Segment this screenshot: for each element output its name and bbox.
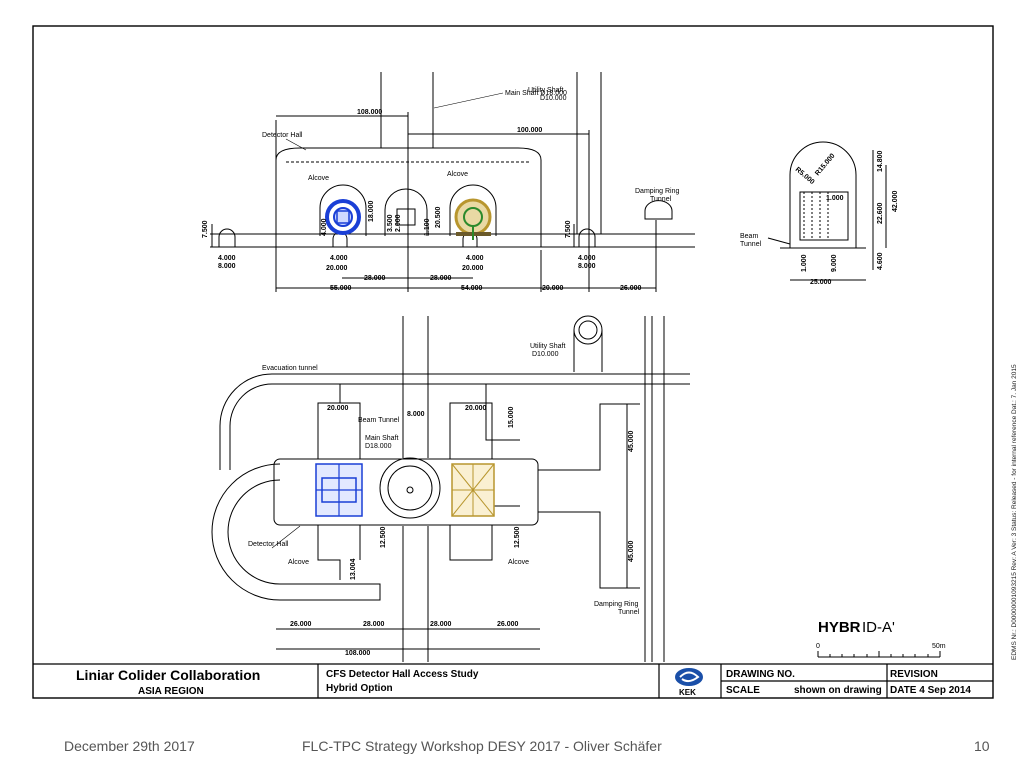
detector-hall-label: Detector Hall xyxy=(262,132,303,139)
dim-20000-c: 20.000 xyxy=(542,285,564,292)
sid-detector-plan xyxy=(451,463,495,517)
hybrid-label-bold: HYBR xyxy=(818,619,861,636)
drawing-no-label: DRAWING NO. xyxy=(726,669,795,680)
dim-p-28000-a: 28.000 xyxy=(363,621,385,628)
dim-p-20000-a: 20.000 xyxy=(327,405,349,412)
main-shaft-label: Main Shaft D18.000 xyxy=(505,90,567,97)
section-view xyxy=(767,141,887,281)
dim-4000-a: 4.000 xyxy=(218,255,236,262)
scale-value: shown on drawing xyxy=(794,685,882,696)
dim-r5000: R5.000 xyxy=(794,166,816,186)
alcove-plan-label-1: Alcove xyxy=(288,559,309,566)
dim-100: 100.000 xyxy=(517,127,542,134)
scale-start: 0 xyxy=(816,643,820,650)
dim-108-top: 108.000 xyxy=(357,109,382,116)
dim-p-108000: 108.000 xyxy=(345,650,370,657)
main-shaft-plan-label-1: Main Shaft xyxy=(365,435,399,442)
scale-label: SCALE xyxy=(726,685,760,696)
dim-22600: 22.600 xyxy=(877,202,884,224)
edms-reference: EDMS Nr.: D00000001093215 Rev: A Ver: 3 … xyxy=(1011,364,1018,660)
date-label: DATE 4 Sep 2014 xyxy=(890,685,971,696)
dim-4000-c: 4.000 xyxy=(466,255,484,262)
damping-ring-label-1: Damping Ring xyxy=(635,188,679,195)
dim-p-12500-a: 12.500 xyxy=(380,526,387,548)
sid-detector-elevation xyxy=(454,198,492,240)
dim-p-26000-b: 26.000 xyxy=(497,621,519,628)
dim-4000-d: 4.000 xyxy=(578,255,596,262)
hybrid-label-rest: ID-A' xyxy=(862,619,895,636)
ild-detector-elevation xyxy=(325,199,361,235)
dim-8000-a: 8.000 xyxy=(218,263,236,270)
detector-hall-plan-label: Detector Hall xyxy=(248,541,289,548)
main-shaft-plan-label-2: D18.000 xyxy=(365,443,392,450)
footer-page-number: 10 xyxy=(974,738,990,754)
dim-4000-v: 4.000 xyxy=(321,218,328,236)
dim-3500-v: 3.500 xyxy=(387,214,394,232)
alcove-label-2: Alcove xyxy=(447,171,468,178)
dim-20000-a: 20.000 xyxy=(326,265,348,272)
kek-label: KEK xyxy=(679,688,696,697)
plan-view xyxy=(211,315,690,662)
study-option: Hybrid Option xyxy=(326,683,393,694)
dim-7500-left: 7.500 xyxy=(202,220,209,238)
dim-2000-v: 2.000 xyxy=(395,214,402,232)
dim-20000-b: 20.000 xyxy=(462,265,484,272)
ild-detector-plan xyxy=(315,463,363,517)
dim-26000-top: 26.000 xyxy=(620,285,642,292)
dim-14800: 14.800 xyxy=(877,150,884,172)
dim-54000: 54.000 xyxy=(461,285,483,292)
dim-p-45000-b: 45.000 xyxy=(628,540,635,562)
dim-p-13004: 13.004 xyxy=(350,558,357,580)
footer-date: December 29th 2017 xyxy=(64,738,195,754)
dim-1100-v: 1.100 xyxy=(424,218,431,236)
org-name: Liniar Colider Collaboration xyxy=(76,667,260,683)
dim-4600: 4.600 xyxy=(877,252,884,270)
dim-28000-b: 28.000 xyxy=(430,275,452,282)
beam-tunnel-plan-label: Beam Tunnel xyxy=(358,417,400,424)
kek-logo xyxy=(675,668,703,686)
dim-p-28000-b: 28.000 xyxy=(430,621,452,628)
damping-ring-plan-label-1: Damping Ring xyxy=(594,601,638,608)
elevation-view xyxy=(210,72,695,292)
dim-7500-right: 7.500 xyxy=(565,220,572,238)
dim-p-15000: 15.000 xyxy=(508,406,515,428)
title-block xyxy=(33,663,993,698)
dim-p-45000-a: 45.000 xyxy=(628,430,635,452)
dim-s-1000-b: 1.000 xyxy=(801,254,808,272)
drawing-frame xyxy=(32,25,994,699)
utility-shaft-plan-2: D10.000 xyxy=(532,351,559,358)
beam-tunnel-label-1: Beam xyxy=(740,233,758,240)
dim-p-26000-a: 26.000 xyxy=(290,621,312,628)
dim-28000-a: 28.000 xyxy=(364,275,386,282)
dim-18000-v: 18.000 xyxy=(368,200,375,222)
region-name: ASIA REGION xyxy=(138,686,204,697)
dim-9000: 9.000 xyxy=(831,254,838,272)
dim-8000-b: 8.000 xyxy=(578,263,596,270)
footer-event: FLC-TPC Strategy Workshop DESY 2017 - Ol… xyxy=(302,738,662,754)
alcove-label-1: Alcove xyxy=(308,175,329,182)
dim-55000: 55.000 xyxy=(330,285,352,292)
utility-shaft-label-1: Utility Shaft xyxy=(528,87,563,94)
damping-ring-label-2: Tunnel xyxy=(650,196,672,203)
evacuation-tunnel-label: Evacuation tunnel xyxy=(262,365,318,372)
beam-tunnel-label-2: Tunnel xyxy=(740,241,762,248)
study-title: CFS Detector Hall Access Study xyxy=(326,669,479,680)
alcove-plan-label-2: Alcove xyxy=(508,559,529,566)
dim-25000: 25.000 xyxy=(810,279,832,286)
dim-r15000: R15.000 xyxy=(814,152,836,177)
utility-shaft-label-2: D10.000 xyxy=(540,95,567,102)
dim-s-1000: 1.000 xyxy=(826,195,844,202)
revision-label: REVISION xyxy=(890,669,938,680)
utility-shaft-plan-1: Utility Shaft xyxy=(530,343,565,350)
dim-p-8000: 8.000 xyxy=(407,411,425,418)
dim-p-20000-b: 20.000 xyxy=(465,405,487,412)
scale-end: 50m xyxy=(932,643,946,650)
dim-4000-b: 4.000 xyxy=(330,255,348,262)
dim-20500-v: 20.500 xyxy=(435,206,442,228)
scale-bar xyxy=(817,651,941,658)
dim-42000: 42.000 xyxy=(892,190,899,212)
dim-p-12500-b: 12.500 xyxy=(514,526,521,548)
damping-ring-plan-label-2: Tunnel xyxy=(618,609,640,616)
